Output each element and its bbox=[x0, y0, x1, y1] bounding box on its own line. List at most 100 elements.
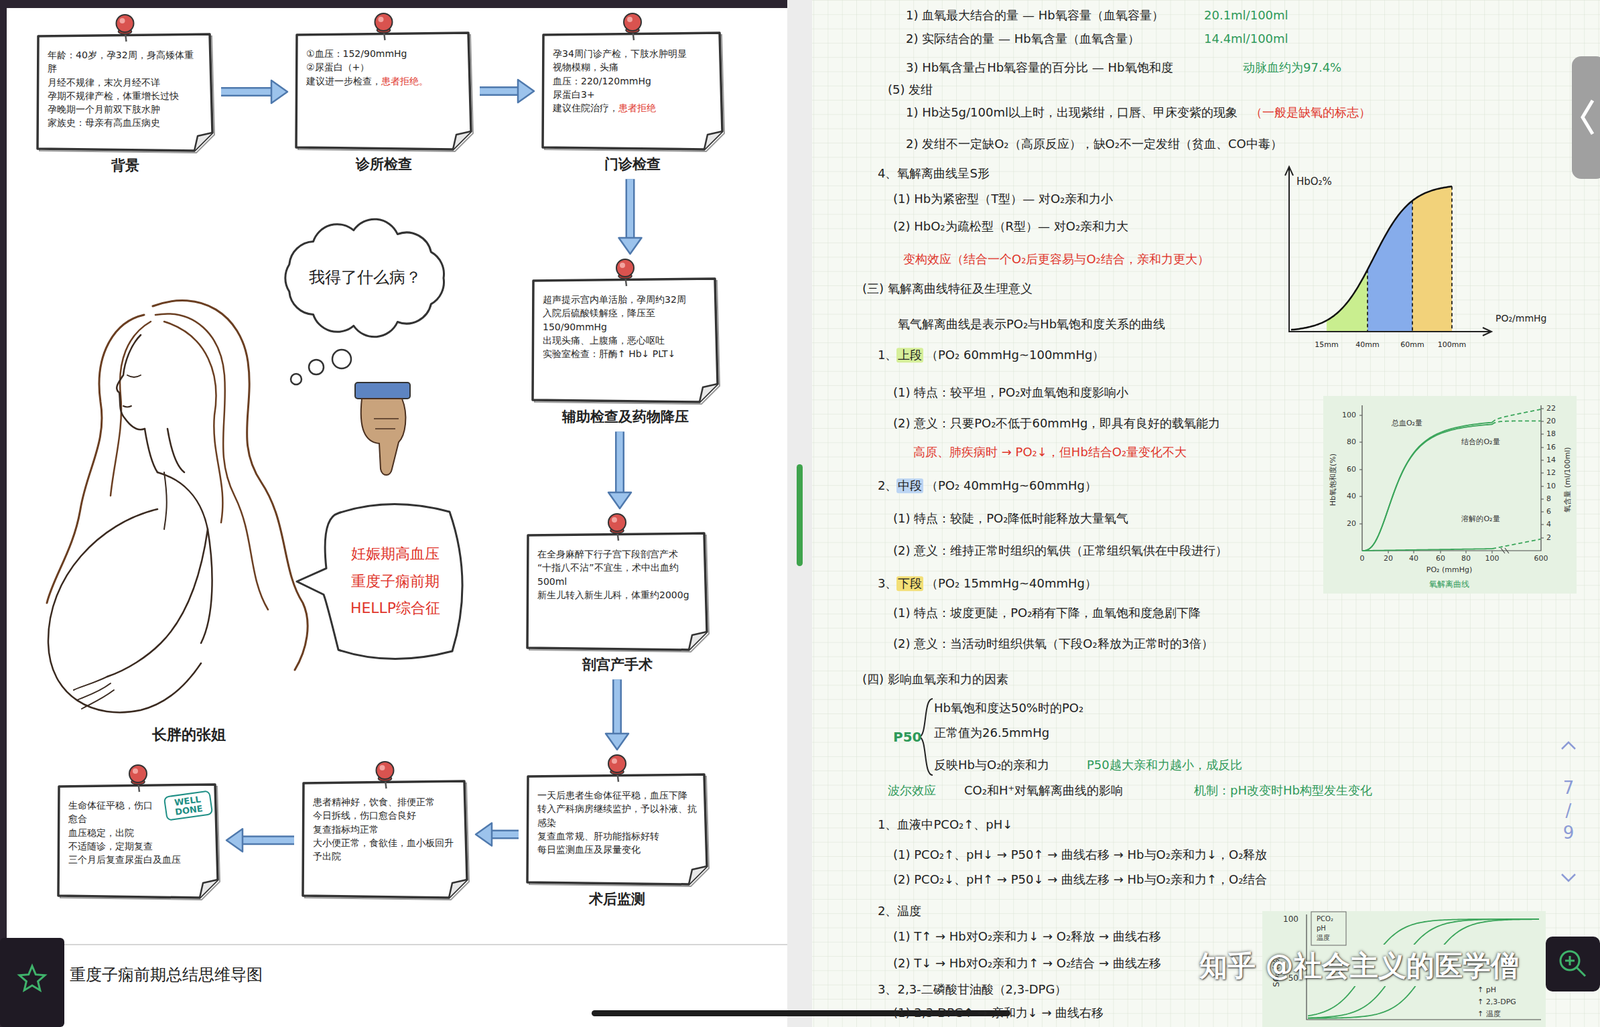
note-remark: 变构效应（结合一个O₂后更容易与O₂结合，亲和力更大） bbox=[903, 251, 1210, 267]
watermark: 知乎 @社会主义的医学僧 bbox=[1199, 949, 1519, 983]
grid-paper bbox=[812, 0, 1600, 1027]
note-value: 动脉血约为97.4% bbox=[1242, 60, 1342, 76]
thought-dots bbox=[290, 349, 352, 385]
flow-arrow bbox=[619, 178, 642, 254]
arrow-shaft-outline bbox=[221, 87, 273, 97]
arrow-shaft bbox=[617, 431, 624, 494]
note-line: Hb氧饱和度达50%时的PO₂ bbox=[934, 700, 1084, 716]
dashed-guide bbox=[1366, 270, 1369, 331]
highlight-word: 中段 bbox=[896, 478, 924, 494]
note-paper: WELL DONE生命体征平稳，伤口愈合血压稳定，出院不适随诊，定期复查三个月后… bbox=[56, 782, 220, 900]
note-heading: 3、2,3-二磷酸甘油酸（2,3-DPG） bbox=[877, 982, 1067, 997]
diagnosis-text: 妊娠期高血压 bbox=[351, 544, 440, 565]
note-text: 患者拒绝。 bbox=[381, 75, 429, 87]
note-heading: 3、 bbox=[877, 576, 898, 591]
tick-label: 60mm bbox=[1400, 340, 1424, 350]
axis-title: PO₂ (mmHg) bbox=[1426, 565, 1473, 575]
woman-illustration bbox=[110, 321, 151, 496]
push-pin bbox=[540, 12, 725, 41]
woman-illustration bbox=[48, 509, 202, 713]
thought-dots bbox=[332, 349, 352, 369]
note-value: 14.4ml/100ml bbox=[1204, 31, 1289, 47]
arrow-shaft-outline bbox=[625, 178, 636, 240]
flow-arrow bbox=[608, 431, 632, 509]
push-pin bbox=[525, 512, 709, 541]
tick-label: 600 bbox=[1534, 554, 1549, 563]
note-text: 转入产科病房继续监护，予以补液、抗感染 bbox=[537, 802, 697, 830]
page-number: 9 bbox=[1563, 822, 1575, 844]
highlight-word: 上段 bbox=[896, 347, 924, 363]
arrow-head bbox=[475, 823, 492, 847]
pointing-hand-icon bbox=[361, 398, 407, 476]
highlight-word: 下段 bbox=[896, 576, 924, 591]
curve-label: 结合的O₂量 bbox=[1461, 437, 1500, 447]
note-text: 建议住院治疗， bbox=[552, 102, 619, 114]
speech-bubble: 妊娠期高血压重度子痫前期HELLP综合征 bbox=[311, 499, 470, 664]
note-text: 新生儿转入新生儿科，体重约2000g bbox=[537, 588, 697, 602]
note-heading: 2、温度 bbox=[877, 903, 922, 919]
tick-label: 0 bbox=[1360, 554, 1365, 563]
cloud-border bbox=[285, 219, 445, 338]
flow-arrow bbox=[226, 828, 295, 852]
note-line: (2) 意义：只要PO₂不低于60mmHg，即具有良好的载氧能力 bbox=[893, 416, 1221, 431]
tick-label: 14 bbox=[1546, 455, 1556, 465]
note-text: 月经不规律，末次月经不详 bbox=[47, 75, 203, 90]
tick-label: 6 bbox=[1546, 507, 1552, 516]
note-line: (1) 特点：较平坦，PO₂对血氧饱和度影响小 bbox=[893, 385, 1129, 400]
axis-label: HbO₂% bbox=[1296, 175, 1332, 188]
note-border bbox=[58, 784, 218, 898]
zoom-tile bbox=[1545, 936, 1600, 992]
note-text: 家族史：母亲有高血压病史 bbox=[47, 115, 203, 130]
tick-label: 80 bbox=[1346, 437, 1357, 447]
tick-label: 20 bbox=[1346, 519, 1357, 528]
note-fold bbox=[194, 132, 213, 151]
diagnosis-text: HELLP综合征 bbox=[350, 598, 441, 619]
woman-illustration bbox=[116, 335, 145, 430]
note-title: 术后监测 bbox=[525, 890, 709, 909]
curve-label: ↑ 温度 bbox=[1477, 1009, 1501, 1019]
pin-head bbox=[376, 761, 394, 780]
note-line: (2) 意义：维持正常时组织的氧供（正常组织氧供在中段进行） bbox=[893, 543, 1228, 559]
note-paper: 超声提示宫内单活胎，孕周约32周入院后硫酸镁解痉，降压至150/90mmHg出现… bbox=[530, 276, 720, 405]
flow-arrow bbox=[221, 80, 288, 104]
note-border bbox=[542, 32, 723, 150]
bubble-border bbox=[296, 503, 463, 659]
note-line: (2) T↓ → Hb对O₂亲和力↑ → O₂结合 → 曲线左移 bbox=[893, 956, 1162, 971]
note-value: 机制：pH改变时Hb构型发生变化 bbox=[1193, 783, 1373, 798]
note-text: 尿蛋白3+ bbox=[552, 87, 713, 102]
chevron-icon bbox=[1582, 100, 1593, 135]
note-remark: （一般是缺氧的标志） bbox=[1250, 105, 1371, 120]
note-heading: （PO₂ 15mmHg~40mmHg） bbox=[925, 576, 1097, 591]
sticky-note: 超声提示宫内单活胎，孕周约32周入院后硫酸镁解痉，降压至150/90mmHg出现… bbox=[530, 257, 720, 427]
tick-label: 60 bbox=[1435, 554, 1446, 563]
note-fold bbox=[699, 383, 718, 403]
note-text: 实验室检查：肝酶↑ Hb↓ PLT↓ bbox=[542, 347, 708, 361]
arrow-shaft-outline bbox=[615, 431, 625, 494]
note-fold bbox=[704, 131, 723, 150]
note-heading: 1、 bbox=[877, 347, 898, 363]
tick-label: 2 bbox=[1546, 533, 1552, 543]
note-value: P50越大亲和力越小，成反比 bbox=[1086, 757, 1243, 773]
thought-dots bbox=[290, 373, 302, 385]
tick-label: 16 bbox=[1546, 442, 1556, 452]
push-pin bbox=[300, 760, 470, 789]
note-heading: (四) 影响血氧亲和力的因素 bbox=[862, 672, 1009, 687]
note-text: 超声提示宫内单活胎，孕周约32周 bbox=[542, 292, 708, 307]
note-paper: 在全身麻醉下行子宫下段剖宫产术“十指八不沾”不宜生，术中出血约500ml新生儿转… bbox=[525, 531, 709, 652]
note-text: 一天后患者生命体征平稳，血压下降 bbox=[537, 788, 697, 803]
pin-head bbox=[608, 513, 626, 532]
arrow-head bbox=[271, 80, 288, 104]
woman-illustration bbox=[107, 529, 208, 677]
note-text: 复查血常规、肝功能指标好转 bbox=[537, 829, 697, 843]
page-number: 7 bbox=[1563, 777, 1575, 799]
push-pin bbox=[294, 12, 474, 41]
note-paper: 年龄：40岁，孕32周，身高矮体重胖月经不规律，末次月经不详孕期不规律产检，体重… bbox=[35, 32, 215, 153]
sticky-note: 患者精神好，饮食、排便正常今日拆线，伤口愈合良好复查指标均正常大小便正常，食欲佳… bbox=[300, 760, 470, 900]
arrow-head bbox=[226, 828, 243, 852]
sticky-note: 一天后患者生命体征平稳，血压下降转入产科病房继续监护，予以补液、抗感染复查血常规… bbox=[525, 753, 709, 909]
pin-head bbox=[375, 13, 393, 31]
note-text: 孕期不规律产检，体重增长过快 bbox=[47, 89, 203, 103]
note-line: (1) PCO₂↑、pH↓ → P50↑ → 曲线右移 → Hb与O₂亲和力↓，… bbox=[893, 847, 1268, 863]
